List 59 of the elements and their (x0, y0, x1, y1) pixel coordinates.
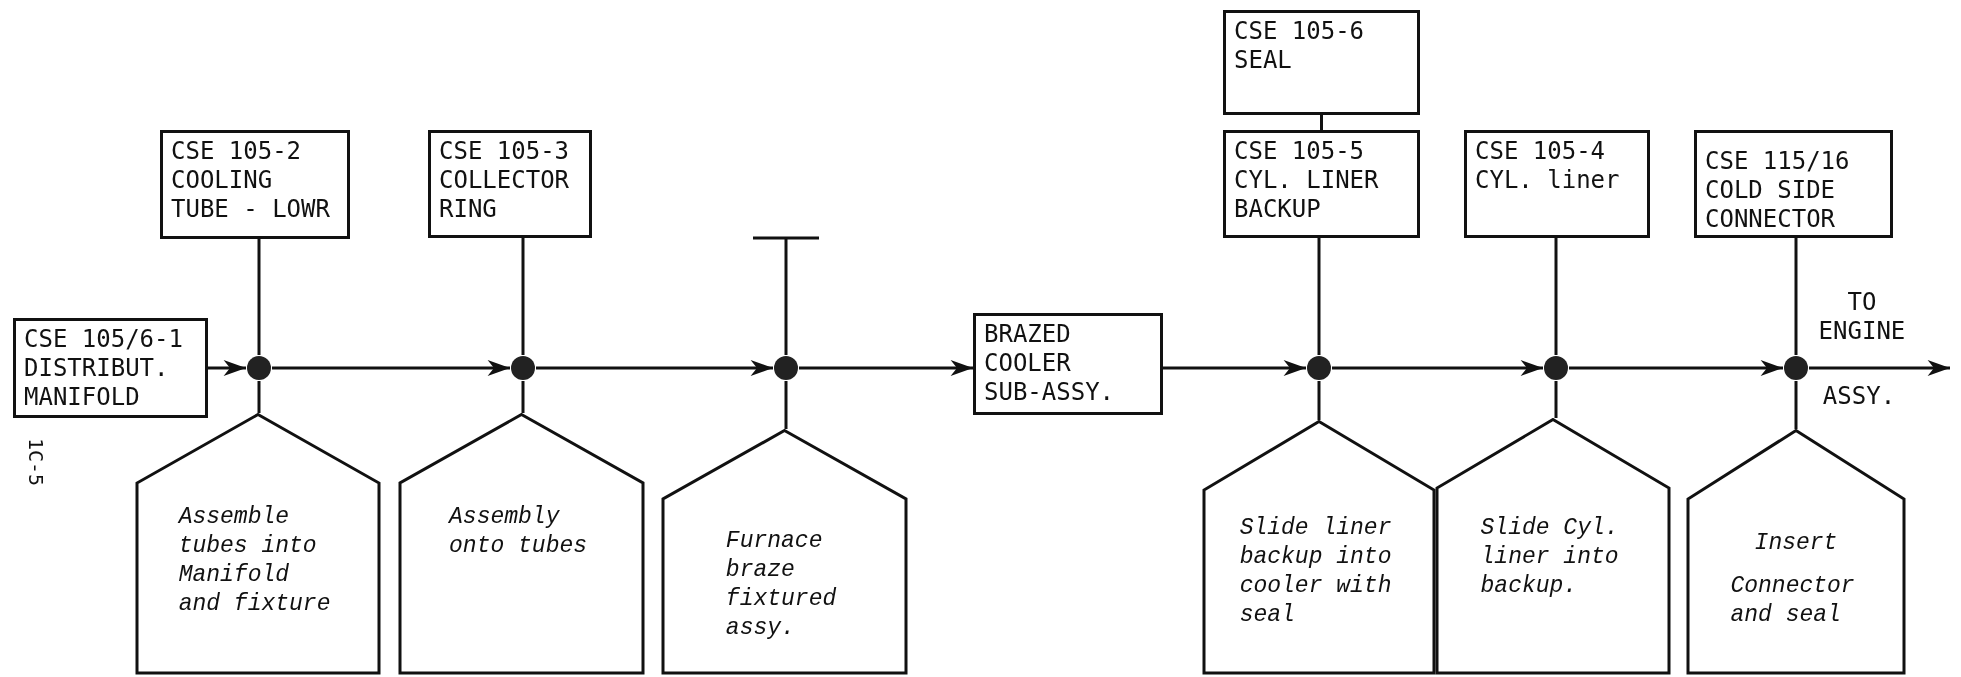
connector-line (1317, 381, 1321, 420)
tee-line (751, 236, 821, 355)
connector-line (257, 239, 261, 355)
part-label: CSE 105-3 COLLECTOR RING (439, 137, 571, 224)
operation-text: Slide Cyl. liner into backup. (1480, 514, 1620, 601)
part-box (973, 313, 1163, 415)
page-number: 1C-5 (23, 438, 49, 487)
flow-arrow (1332, 360, 1543, 376)
connector-line (257, 381, 261, 413)
operation-text: Assembly onto tubes (449, 503, 589, 561)
operation-pentagon (661, 429, 908, 675)
connector-line (1320, 115, 1323, 130)
connector-line (1554, 381, 1558, 418)
junction-dot (510, 355, 536, 381)
operation-pentagon (398, 413, 645, 675)
operation-text: Slide liner backup into cooler with seal (1239, 514, 1393, 630)
part-box (13, 318, 208, 418)
operation-pentagon (1202, 420, 1436, 675)
part-label: CSE 115/16 COLD SIDE CONNECTOR (1705, 147, 1851, 234)
part-box (1223, 130, 1420, 238)
part-label: CSE 105-2 COOLING TUBE - LOWR (171, 137, 331, 224)
part-box (1464, 130, 1650, 238)
part-box (160, 130, 350, 239)
part-label: CSE 105/6-1 DISTRIBUT. MANIFOLD (24, 325, 184, 412)
junction-dot (773, 355, 799, 381)
connector-line (521, 381, 525, 413)
flow-arrow (208, 360, 246, 376)
connector-line (1794, 381, 1798, 429)
operation-pentagon (1435, 418, 1671, 675)
connector-line (1317, 238, 1321, 355)
part-label: CSE 105-6 SEAL (1234, 17, 1366, 75)
part-box (1223, 10, 1420, 115)
operation-pentagon (135, 413, 381, 675)
destination-label: ASSY. (1821, 382, 1897, 411)
part-box (1694, 130, 1893, 238)
part-label: BRAZED COOLER SUB-ASSY. (984, 320, 1116, 407)
connector-line (1554, 238, 1558, 355)
connector-line (784, 381, 788, 429)
connector-line (1794, 238, 1798, 355)
operation-text: Connector and seal (1730, 572, 1856, 630)
junction-dot (1783, 355, 1809, 381)
flow-arrow (1809, 360, 1950, 376)
junction-dot (1543, 355, 1569, 381)
flow-arrow (272, 360, 510, 376)
flow-arrow (536, 360, 773, 376)
part-label: CSE 105-5 CYL. LINER BACKUP (1234, 137, 1380, 224)
flow-arrow (1163, 360, 1306, 376)
junction-dot (1306, 355, 1332, 381)
flow-arrow (799, 360, 973, 376)
flow-arrow (1569, 360, 1783, 376)
part-box (428, 130, 592, 238)
operation-text: Furnace braze fixtured assy. (725, 527, 838, 643)
operation-text: Assemble tubes into Manifold and fixture (178, 503, 332, 619)
operation-text: Insert (1753, 529, 1839, 558)
connector-line (521, 238, 525, 355)
destination-label: TO ENGINE (1817, 288, 1907, 346)
part-label: CSE 105-4 CYL. liner (1475, 137, 1621, 195)
junction-dot (246, 355, 272, 381)
operation-pentagon (1686, 429, 1906, 675)
